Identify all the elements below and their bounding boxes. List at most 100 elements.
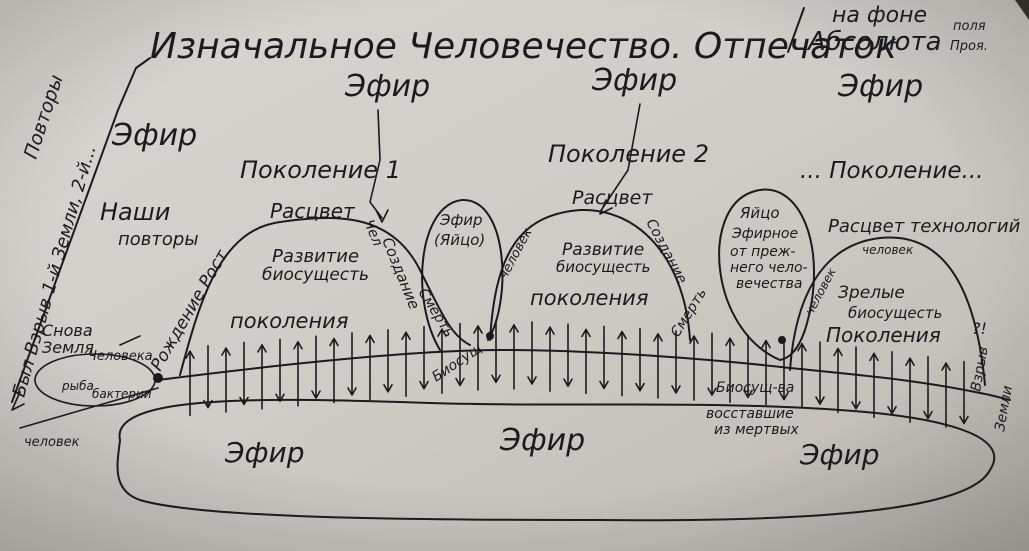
arrow-up <box>725 337 735 404</box>
generation2-razvitie: Развитие <box>562 240 644 260</box>
arrow-down <box>887 350 897 415</box>
generation2-biosushch: биосущесть <box>556 258 650 276</box>
left-arrow-down <box>11 391 25 411</box>
ether-bottom-1: Эфир <box>224 436 304 469</box>
generation1-biosushch: биосущесть <box>262 265 369 285</box>
arrow-up <box>545 326 555 392</box>
arrow-up <box>941 362 951 428</box>
arrow-up <box>833 347 843 414</box>
egg1-line1: Эфир <box>439 211 483 229</box>
arrow-down <box>563 323 573 388</box>
arrow-up <box>257 344 267 410</box>
arrow-down <box>527 321 537 385</box>
arrow-up <box>905 357 915 423</box>
generation3-title: ... Поколение... <box>800 158 984 184</box>
arrow-up <box>401 331 411 398</box>
arrow-up <box>185 350 195 416</box>
egg1-line2: (Яйцо) <box>434 231 485 249</box>
generation3-rassvet: Расцвет технологий <box>828 216 1021 237</box>
title-right-line2: Абсолюта <box>806 27 942 57</box>
bottom-iz-mertvyh: из мертвых <box>714 422 800 438</box>
ether-top-1: Эфир <box>344 69 430 104</box>
egg2-line2: Эфирное <box>731 226 798 242</box>
left-snova: Снова <box>42 321 93 340</box>
generation3-pokoleniya: Поколения <box>826 323 941 347</box>
generation3-dome <box>789 236 986 386</box>
ether-top-left: Эфир <box>111 118 197 153</box>
generation1-ether-arrow <box>369 109 389 223</box>
arrow-up <box>581 328 591 395</box>
arrow-up <box>761 339 771 406</box>
generation3-chelovek1: человек <box>862 243 914 257</box>
arrow-down <box>851 346 861 410</box>
bottom-vosstav: восставшие <box>706 406 794 422</box>
ether-bottom-3: Эфир <box>799 438 879 471</box>
arrow-down <box>923 355 933 420</box>
egg2-line4: него чело- <box>730 260 808 276</box>
arrow-down <box>635 327 645 392</box>
arrow-up <box>473 325 483 391</box>
arrow-down <box>203 344 213 409</box>
generation3-zemli: Земли <box>992 384 1016 432</box>
generation1-title: Поколение 1 <box>240 156 401 184</box>
arrow-up <box>797 342 807 409</box>
arrow-down <box>275 338 285 403</box>
generation2-dome <box>489 208 691 341</box>
main-title: Изначальное Человечество. Отпечаток <box>150 26 897 67</box>
arrow-up <box>293 340 303 407</box>
left-povtory: повторы <box>118 229 199 250</box>
birth-dot <box>153 373 163 383</box>
left-cheloveka: Человека <box>88 349 153 364</box>
generation3-question: ?! <box>972 319 987 338</box>
arrow-down <box>419 325 429 390</box>
arrow-down <box>959 360 969 425</box>
generation1-razvitie: Развитие <box>272 246 359 267</box>
generation3-vzryv: Взрыв <box>968 345 992 392</box>
arrow-down <box>743 334 753 399</box>
left-nashi: Наши <box>100 198 170 226</box>
arrow-up <box>365 334 375 401</box>
arrow-up <box>437 328 447 394</box>
bottom-biosush-va: Биосущ-ва <box>716 380 794 396</box>
bottom-ether-oval <box>116 398 996 522</box>
roof-line <box>11 57 151 403</box>
ether-bottom-2: Эфир <box>499 423 585 458</box>
generation3-zrelye: Зрелые <box>838 283 905 303</box>
left-human-label: человек <box>24 435 80 450</box>
horizon-line <box>157 349 1011 401</box>
ether-top-3: Эфир <box>837 69 923 104</box>
arrow-up <box>329 337 339 404</box>
ether-top-2: Эфир <box>591 63 677 98</box>
arrow-down <box>599 325 609 390</box>
arrow-down <box>347 332 357 396</box>
arrow-down <box>311 335 321 399</box>
egg2-line3: от преж- <box>730 244 796 260</box>
generation1-rassvet: Расцвет <box>270 199 356 223</box>
arrow-up <box>617 330 627 397</box>
arrow-down <box>779 336 789 401</box>
left-ryba: рыба <box>61 379 94 393</box>
egg1-shape <box>421 198 504 351</box>
arrow-down <box>383 329 393 393</box>
title-right-small2: Проя. <box>950 39 988 54</box>
title-right-line1: на фоне <box>832 3 927 28</box>
left-line-to-birth <box>19 387 159 429</box>
arrow-down <box>239 341 249 406</box>
arrow-down <box>707 332 717 396</box>
generation2-rassvet: Расцвет <box>572 187 653 209</box>
egg2-line1: Яйцо <box>739 204 780 222</box>
left-arrow-small <box>119 335 141 346</box>
arrow-up <box>509 324 519 390</box>
left-bakterii: бактерии <box>92 387 152 401</box>
arrow-down <box>455 322 465 387</box>
arrow-down <box>815 341 825 405</box>
title-right-small1: поля <box>953 19 986 34</box>
arrow-down <box>671 330 681 394</box>
generation2-ether-arrow <box>599 103 641 215</box>
left-zemlya: Земля <box>42 338 94 357</box>
arrow-up <box>869 352 879 419</box>
flow-arrows <box>185 319 969 428</box>
arrow-up <box>221 347 231 413</box>
